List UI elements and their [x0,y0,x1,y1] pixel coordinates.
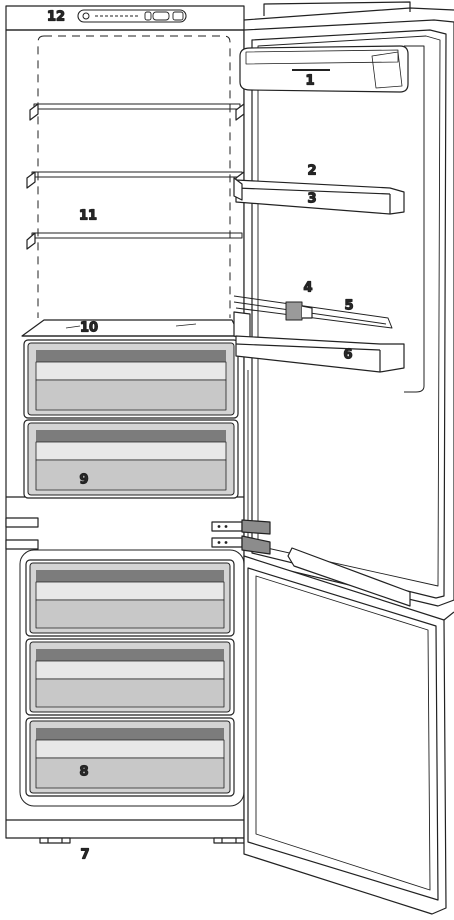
callout-10: 10 [80,321,98,336]
callout-1: 1 [305,74,314,89]
callout-8: 8 [79,765,88,780]
freezer-drawer-1 [25,559,235,637]
control-panel [77,9,187,23]
callout-3: 3 [307,192,316,207]
glass-shelf-3 [26,232,243,250]
adjustable-feet [39,837,245,844]
callout-4: 4 [303,281,312,296]
freezer-drawer-2 [25,638,235,716]
callout-9: 9 [79,473,88,488]
crisper-drawer-2 [23,419,239,499]
cabinet-side-brackets [5,517,39,550]
callout-6: 6 [343,348,352,363]
callout-12: 12 [47,10,65,25]
bottle-rack [235,335,405,373]
freezer-drawer-3 [25,717,235,797]
dairy-compartment [239,45,409,93]
crisper-cover-shelf [21,319,241,337]
callout-11: 11 [79,209,97,224]
upper-door-rack [233,177,405,215]
door-hinges [211,519,271,555]
freezer-door [243,547,454,915]
freezer-interior [19,549,245,807]
callout-7: 7 [80,848,89,863]
callouts: 1 2 3 4 5 6 7 8 9 10 11 12 [46,9,354,863]
callout-2: 2 [307,164,316,179]
bottle-retainer [233,295,393,341]
fridge-door [233,1,454,607]
fridge-interior [21,35,245,499]
glass-shelf-2 [26,171,245,189]
crisper-drawer-1 [23,339,239,419]
glass-shelf-1 [29,103,245,121]
callout-5: 5 [344,299,353,314]
